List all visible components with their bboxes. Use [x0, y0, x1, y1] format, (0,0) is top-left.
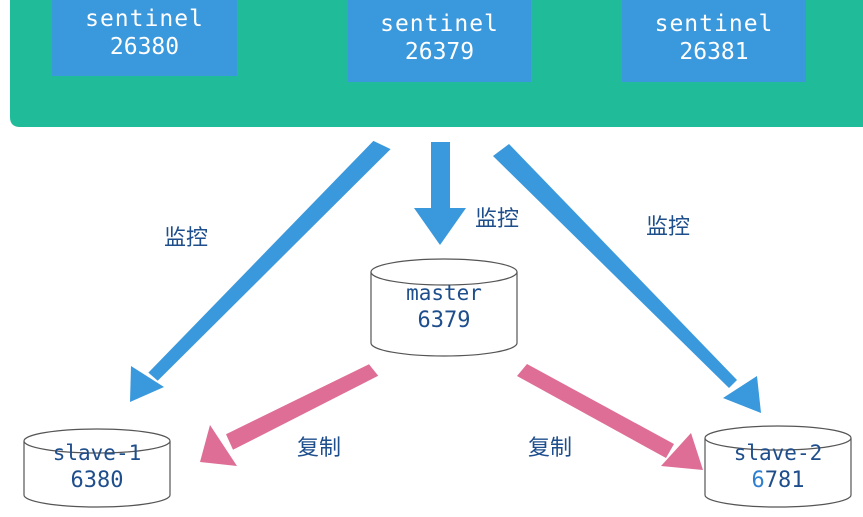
master-port: 6379	[417, 308, 471, 333]
monitor-arrow-center	[414, 142, 466, 245]
monitor-arrow-right	[493, 144, 761, 413]
slave-1-label: slave-1 6380	[24, 440, 170, 496]
replicate-label-left: 复制	[297, 436, 342, 461]
replicate-arrow-right	[517, 364, 703, 470]
sentinel-box-3: sentinel 26381	[622, 0, 806, 82]
slave-1-name: slave-1	[52, 441, 142, 465]
sentinel-3-name: sentinel	[654, 11, 774, 37]
monitor-label-left: 监控	[164, 226, 209, 251]
slave-2-port: 6781	[705, 466, 851, 496]
sentinel-3-port: 26381	[679, 39, 749, 65]
master-name: master	[406, 281, 482, 305]
monitor-label-center: 监控	[475, 207, 520, 232]
monitor-arrow-left	[130, 140, 391, 402]
sentinel-2-port: 26379	[404, 39, 475, 65]
sentinel-box-1: sentinel 26380	[52, 0, 237, 76]
slave-2-port-first-digit: 6	[751, 468, 765, 493]
slave-2-cylinder	[704, 425, 852, 508]
slave-1-cylinder	[23, 428, 171, 508]
replicate-label-right: 复制	[528, 436, 573, 461]
sentinel-box-2: sentinel 26379	[348, 0, 531, 82]
replicate-arrow-left	[200, 364, 379, 466]
monitor-label-right: 监控	[646, 215, 691, 240]
slave-1-port: 6380	[70, 468, 124, 493]
master-cylinder	[370, 258, 518, 357]
sentinel-1-port: 26380	[109, 34, 180, 60]
master-label: master 6379	[371, 280, 517, 336]
sentinel-1-name: sentinel	[85, 6, 204, 32]
sentinel-2-name: sentinel	[380, 11, 499, 37]
slave-2-name: slave-2	[733, 441, 823, 465]
slave-2-label: slave-2 6781	[705, 440, 851, 496]
slave-2-port-rest: 781	[764, 468, 805, 493]
